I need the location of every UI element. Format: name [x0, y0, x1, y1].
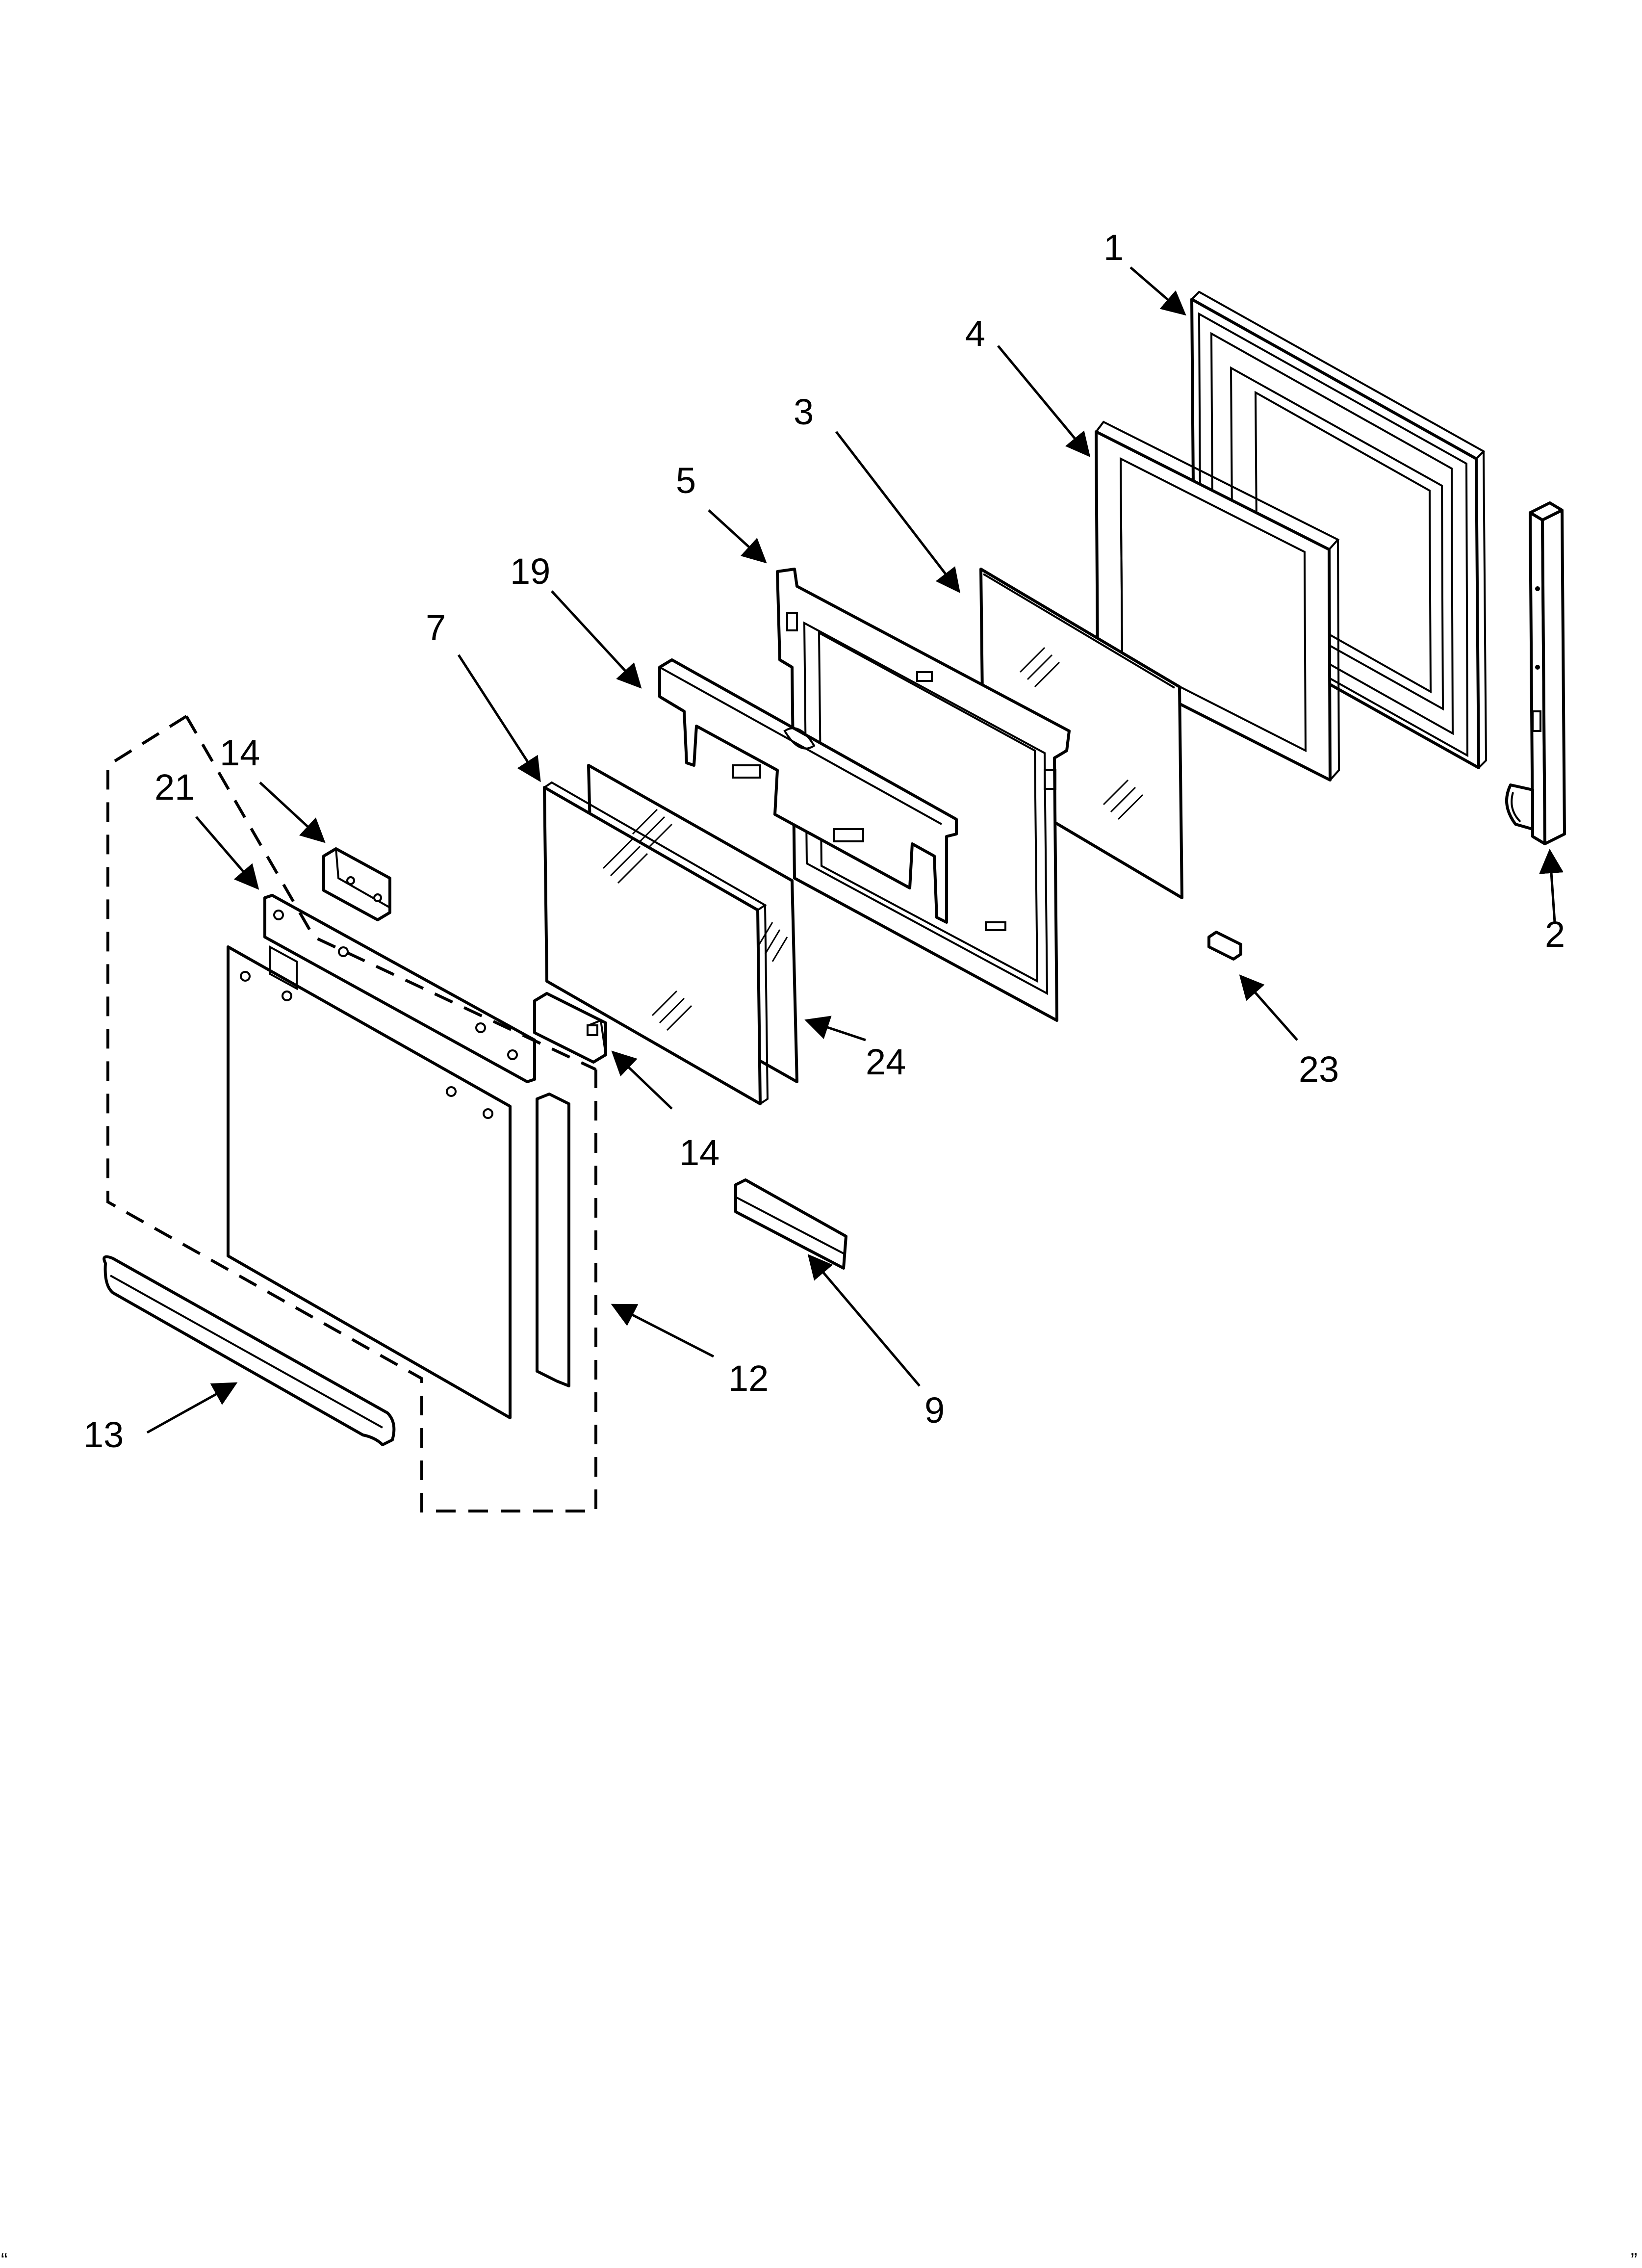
- part-7-front-glass: [543, 781, 769, 1105]
- callout-13: 13: [83, 1414, 124, 1455]
- callout-23: 23: [1299, 1049, 1339, 1090]
- corner-mark-right: ”: [1631, 2249, 1637, 2268]
- callout-labels: 1 4 3 5 19 7 14 21 2 24 23 14 12 9 13: [83, 227, 1565, 1455]
- callout-5: 5: [676, 460, 696, 501]
- callout-14-lower: 14: [679, 1132, 719, 1173]
- callout-19: 19: [510, 551, 550, 592]
- callout-14-upper: 14: [220, 732, 260, 773]
- part-2-door-hinge: [1505, 501, 1566, 845]
- callout-21: 21: [154, 767, 195, 808]
- callout-3: 3: [794, 391, 814, 432]
- part-14-upper-bracket: [322, 847, 391, 921]
- corner-mark-left: “: [1, 2249, 7, 2268]
- callout-4: 4: [965, 313, 985, 354]
- callout-2: 2: [1545, 914, 1565, 955]
- part-1-outer-door-panel: [1190, 290, 1488, 769]
- part-4-door-frame: [1095, 420, 1340, 782]
- callout-7: 7: [426, 607, 446, 648]
- part-12-assembly-outline: [106, 715, 597, 1512]
- part-12-outer-glass-panel: [227, 945, 570, 1419]
- callout-24: 24: [866, 1042, 906, 1082]
- callout-9: 9: [924, 1390, 945, 1431]
- part-13-door-handle: [103, 1255, 396, 1446]
- part-3-inner-glass: [979, 568, 1183, 899]
- part-19-insulation-shield: [658, 658, 958, 924]
- part-9-vent-trim: [734, 1178, 847, 1270]
- callout-12: 12: [728, 1358, 769, 1399]
- part-14-lower-bracket: [533, 992, 607, 1064]
- callout-leaders: [146, 266, 1564, 1434]
- part-23-clip: [1207, 931, 1242, 961]
- callout-1: 1: [1103, 227, 1124, 268]
